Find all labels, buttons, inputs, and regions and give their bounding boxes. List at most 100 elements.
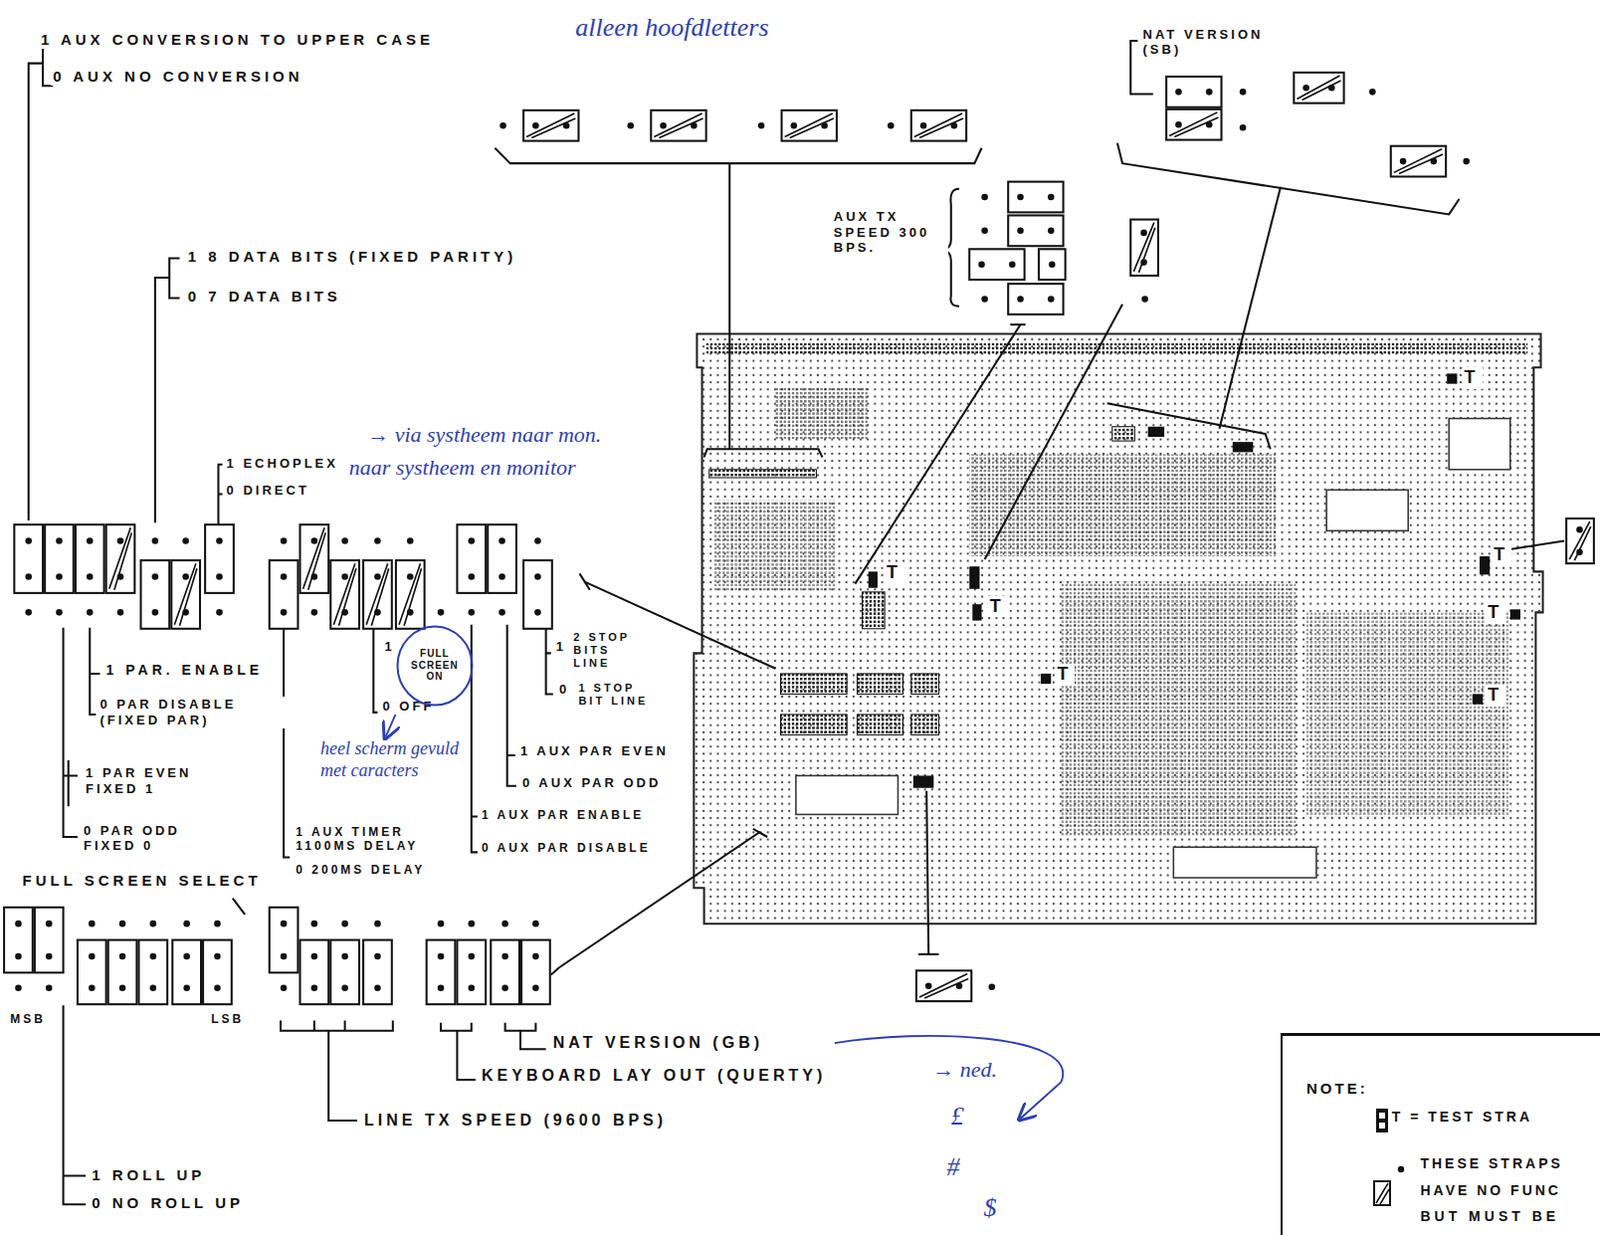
jumper-strap <box>1007 214 1063 246</box>
jumper-pin <box>1047 194 1055 201</box>
jumper-pin <box>1328 84 1336 92</box>
bracket <box>704 448 823 457</box>
jumper-strap <box>490 940 520 1005</box>
jumper-pin <box>406 573 414 581</box>
jumper-pin <box>88 953 96 961</box>
jumper-pin <box>24 573 32 581</box>
jumper-pin <box>791 122 799 130</box>
jumper-pin <box>24 537 32 545</box>
jumper-setting-label: 0 OFF <box>381 698 437 715</box>
pin-symbol <box>1398 1166 1404 1173</box>
jumper-pin <box>1140 229 1148 237</box>
jumper-pin <box>534 573 542 581</box>
board-area <box>1306 611 1511 816</box>
strap-hatch <box>1133 222 1156 273</box>
test-strap-label: 0 <box>557 681 572 698</box>
board-jumper-bank <box>911 673 940 695</box>
jumper-pin <box>468 984 476 992</box>
strap-hatch <box>109 527 133 591</box>
board-jumper <box>1148 426 1165 437</box>
jumper-pin <box>437 953 445 961</box>
jumper-pin <box>280 537 288 545</box>
leader-line <box>753 828 768 837</box>
strap-hatch <box>653 113 703 139</box>
jumper-pin <box>150 984 158 992</box>
jumper-strap <box>300 524 330 594</box>
board-area <box>714 500 837 593</box>
jumper-setting-label: 1 AUX CONVERSION TO UPPER CASE <box>38 30 436 49</box>
strap-hatch <box>1376 1183 1390 1204</box>
jumper-strap <box>202 940 232 1005</box>
strap-hatch <box>526 113 576 139</box>
jumper-pin <box>468 573 476 581</box>
jumper-strap <box>1293 72 1344 104</box>
test-strap-mark <box>972 603 982 620</box>
jumper-pin <box>887 122 895 130</box>
board-jumper <box>1232 441 1254 452</box>
jumper-setting-label: 1 8 DATA BITS (FIXED PARITY) <box>186 247 520 266</box>
jumper-strap <box>300 940 330 1005</box>
jumper-pin <box>86 573 94 581</box>
jumper-pin <box>374 573 382 581</box>
jumper-setting-label: 0 200MS DELAY <box>293 862 427 877</box>
test-strap-symbol <box>1379 1112 1386 1119</box>
jumper-pin <box>341 608 349 616</box>
test-strap-mark <box>1040 673 1051 684</box>
jumper-pin <box>280 984 288 992</box>
strap-hatch <box>333 563 357 626</box>
jumper-strap <box>969 248 1024 280</box>
test-strap-mark <box>1510 608 1521 619</box>
strap-hatch <box>399 563 422 626</box>
test-strap-label: T <box>1491 544 1512 567</box>
jumper-pin <box>1175 88 1183 96</box>
jumper-pin <box>758 122 766 130</box>
strap-hatch <box>919 973 969 999</box>
jumper-pin <box>659 122 667 130</box>
handwritten-note: £ <box>949 1100 967 1132</box>
jumper-pin <box>45 920 53 928</box>
test-strap-label: T <box>1462 367 1483 390</box>
jumper-pin <box>498 537 506 545</box>
jumper-strap <box>269 560 299 629</box>
jumper-pin <box>437 984 445 992</box>
jumper-pin <box>311 920 319 928</box>
jumper-setting-label: NAT VERSION (GB) <box>551 1032 766 1052</box>
jumper-setting-label: 1 AUX TIMER 1100MS DELAY <box>293 824 451 854</box>
test-strap-label: T <box>884 562 905 585</box>
test-strap-symbol <box>1379 1122 1386 1129</box>
jumper-strap <box>141 560 171 629</box>
jumper-straps <box>3 72 1595 1004</box>
test-strap-label: T <box>988 596 1008 618</box>
circled-setting: FULL SCREEN ON <box>396 624 474 707</box>
jumper-pin <box>341 573 349 581</box>
strap-hatch <box>1169 112 1218 138</box>
jumper-strap <box>34 907 64 974</box>
jumper-strap <box>1130 219 1159 276</box>
test-strap-label: T <box>1485 684 1506 707</box>
jumper-pin <box>374 608 382 616</box>
handwritten-note: naar systheem en monitor <box>347 454 579 481</box>
jumper-pin <box>55 537 63 545</box>
leader-line <box>728 163 731 449</box>
jumper-strap <box>106 524 136 594</box>
jumper-pin <box>1141 295 1149 303</box>
board-jumper-bank <box>911 714 940 736</box>
jumper-pin <box>1400 158 1407 166</box>
handwritten-arrows <box>386 704 1064 1119</box>
jumper-setting-label: 1 AUX PAR ENABLE <box>479 807 646 822</box>
jumper-strap <box>487 524 517 594</box>
jumper-strap <box>13 524 43 594</box>
handwritten-note: → ned. <box>930 1056 1000 1083</box>
jumper-pin <box>152 608 160 616</box>
jumper-pin <box>1302 84 1310 92</box>
strap-hatch <box>303 527 327 591</box>
leader-line <box>1009 323 1025 326</box>
jumper-setting-label: 0 AUX PAR ODD <box>520 775 663 792</box>
jumper-pin <box>1140 258 1148 266</box>
jumper-pin <box>989 983 997 991</box>
jumper-pin <box>626 122 634 130</box>
jumper-pin <box>280 573 288 581</box>
jumper-strap <box>916 970 972 1001</box>
bracket <box>232 898 245 915</box>
jumper-pin <box>1239 124 1247 132</box>
